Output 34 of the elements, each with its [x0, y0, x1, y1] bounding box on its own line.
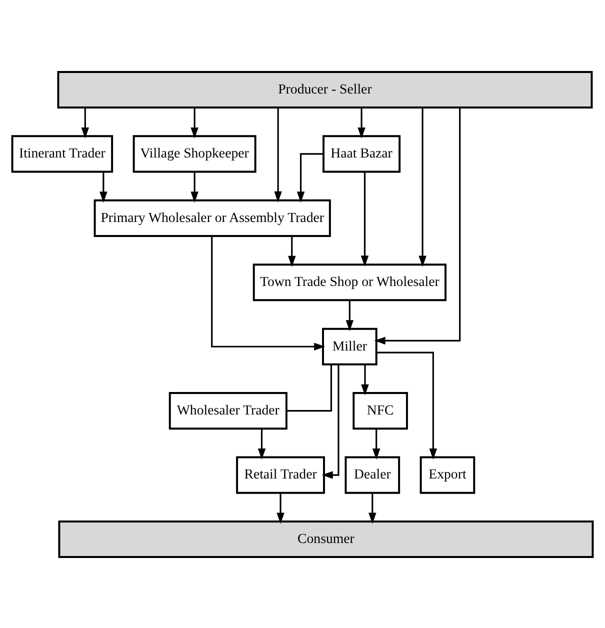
node-box: Haat Bazar	[322, 134, 401, 172]
arrow	[274, 107, 282, 202]
node-box: NFC	[352, 392, 408, 430]
arrow	[288, 236, 296, 266]
node-box: Village Shopkeeper	[132, 134, 256, 172]
arrow	[296, 152, 324, 202]
node-box: Itinerant Trader	[11, 134, 114, 172]
node-box: Producer - Seller	[57, 70, 593, 108]
arrow	[211, 236, 326, 350]
arrow	[346, 300, 354, 331]
arrow	[360, 171, 369, 266]
node-box: Town Trade Shop or Wholesaler	[252, 263, 446, 301]
arrow	[376, 351, 438, 460]
node-box: Dealer	[344, 456, 400, 494]
node-box: Primary Wholesaler or Assembly Trader	[94, 198, 331, 236]
arrow	[418, 107, 426, 266]
node-box: Export	[420, 456, 476, 494]
arrow	[322, 364, 340, 478]
node-box: Miller	[322, 327, 378, 365]
arrow	[372, 428, 380, 460]
arrow	[190, 171, 198, 202]
arrow	[368, 492, 376, 524]
arrow	[374, 107, 461, 344]
node-box: Wholesaler Trader	[168, 392, 288, 430]
arrow	[81, 107, 90, 138]
arrow	[276, 492, 284, 524]
arrow	[358, 107, 366, 138]
arrow	[190, 107, 198, 138]
node-box: Retail Trader	[236, 456, 325, 494]
arrow	[100, 171, 108, 202]
arrow	[361, 364, 369, 395]
connector	[286, 364, 332, 412]
arrow	[258, 428, 266, 460]
node-box: Consumer	[58, 520, 594, 558]
